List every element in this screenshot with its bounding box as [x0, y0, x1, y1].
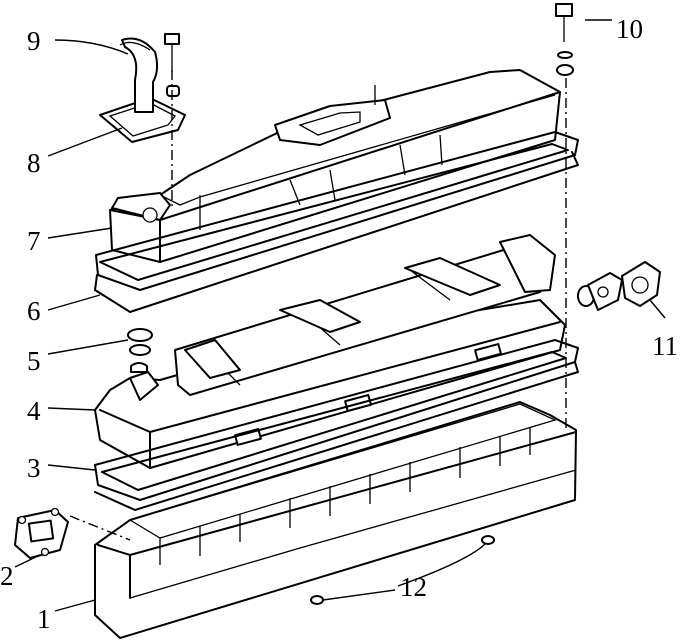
oil-pan — [94, 401, 577, 639]
callout-4: 4 — [27, 396, 41, 426]
callout-11: 11 — [652, 331, 678, 361]
cover-plate — [14, 507, 69, 559]
bolt — [555, 3, 574, 76]
alignment-lines — [69, 70, 567, 541]
callout-10: 10 — [616, 14, 643, 44]
callout-1: 1 — [37, 604, 51, 634]
callout-labels: 9 8 7 6 5 4 3 2 1 10 11 12 — [0, 14, 678, 634]
callout-7: 7 — [27, 226, 41, 256]
callout-2: 2 — [0, 561, 14, 591]
callout-8: 8 — [27, 148, 41, 178]
valve-cover — [109, 69, 561, 263]
callout-5: 5 — [27, 346, 41, 376]
baffle-housing — [94, 234, 566, 469]
breather-assembly — [99, 33, 186, 143]
o-ring — [127, 328, 153, 356]
callout-3: 3 — [27, 453, 41, 483]
callout-12: 12 — [400, 572, 427, 602]
leader-lines — [14, 19, 666, 612]
callout-9: 9 — [27, 26, 41, 56]
cover-gasket — [94, 131, 579, 313]
callout-6: 6 — [27, 296, 41, 326]
fitting — [577, 261, 661, 311]
